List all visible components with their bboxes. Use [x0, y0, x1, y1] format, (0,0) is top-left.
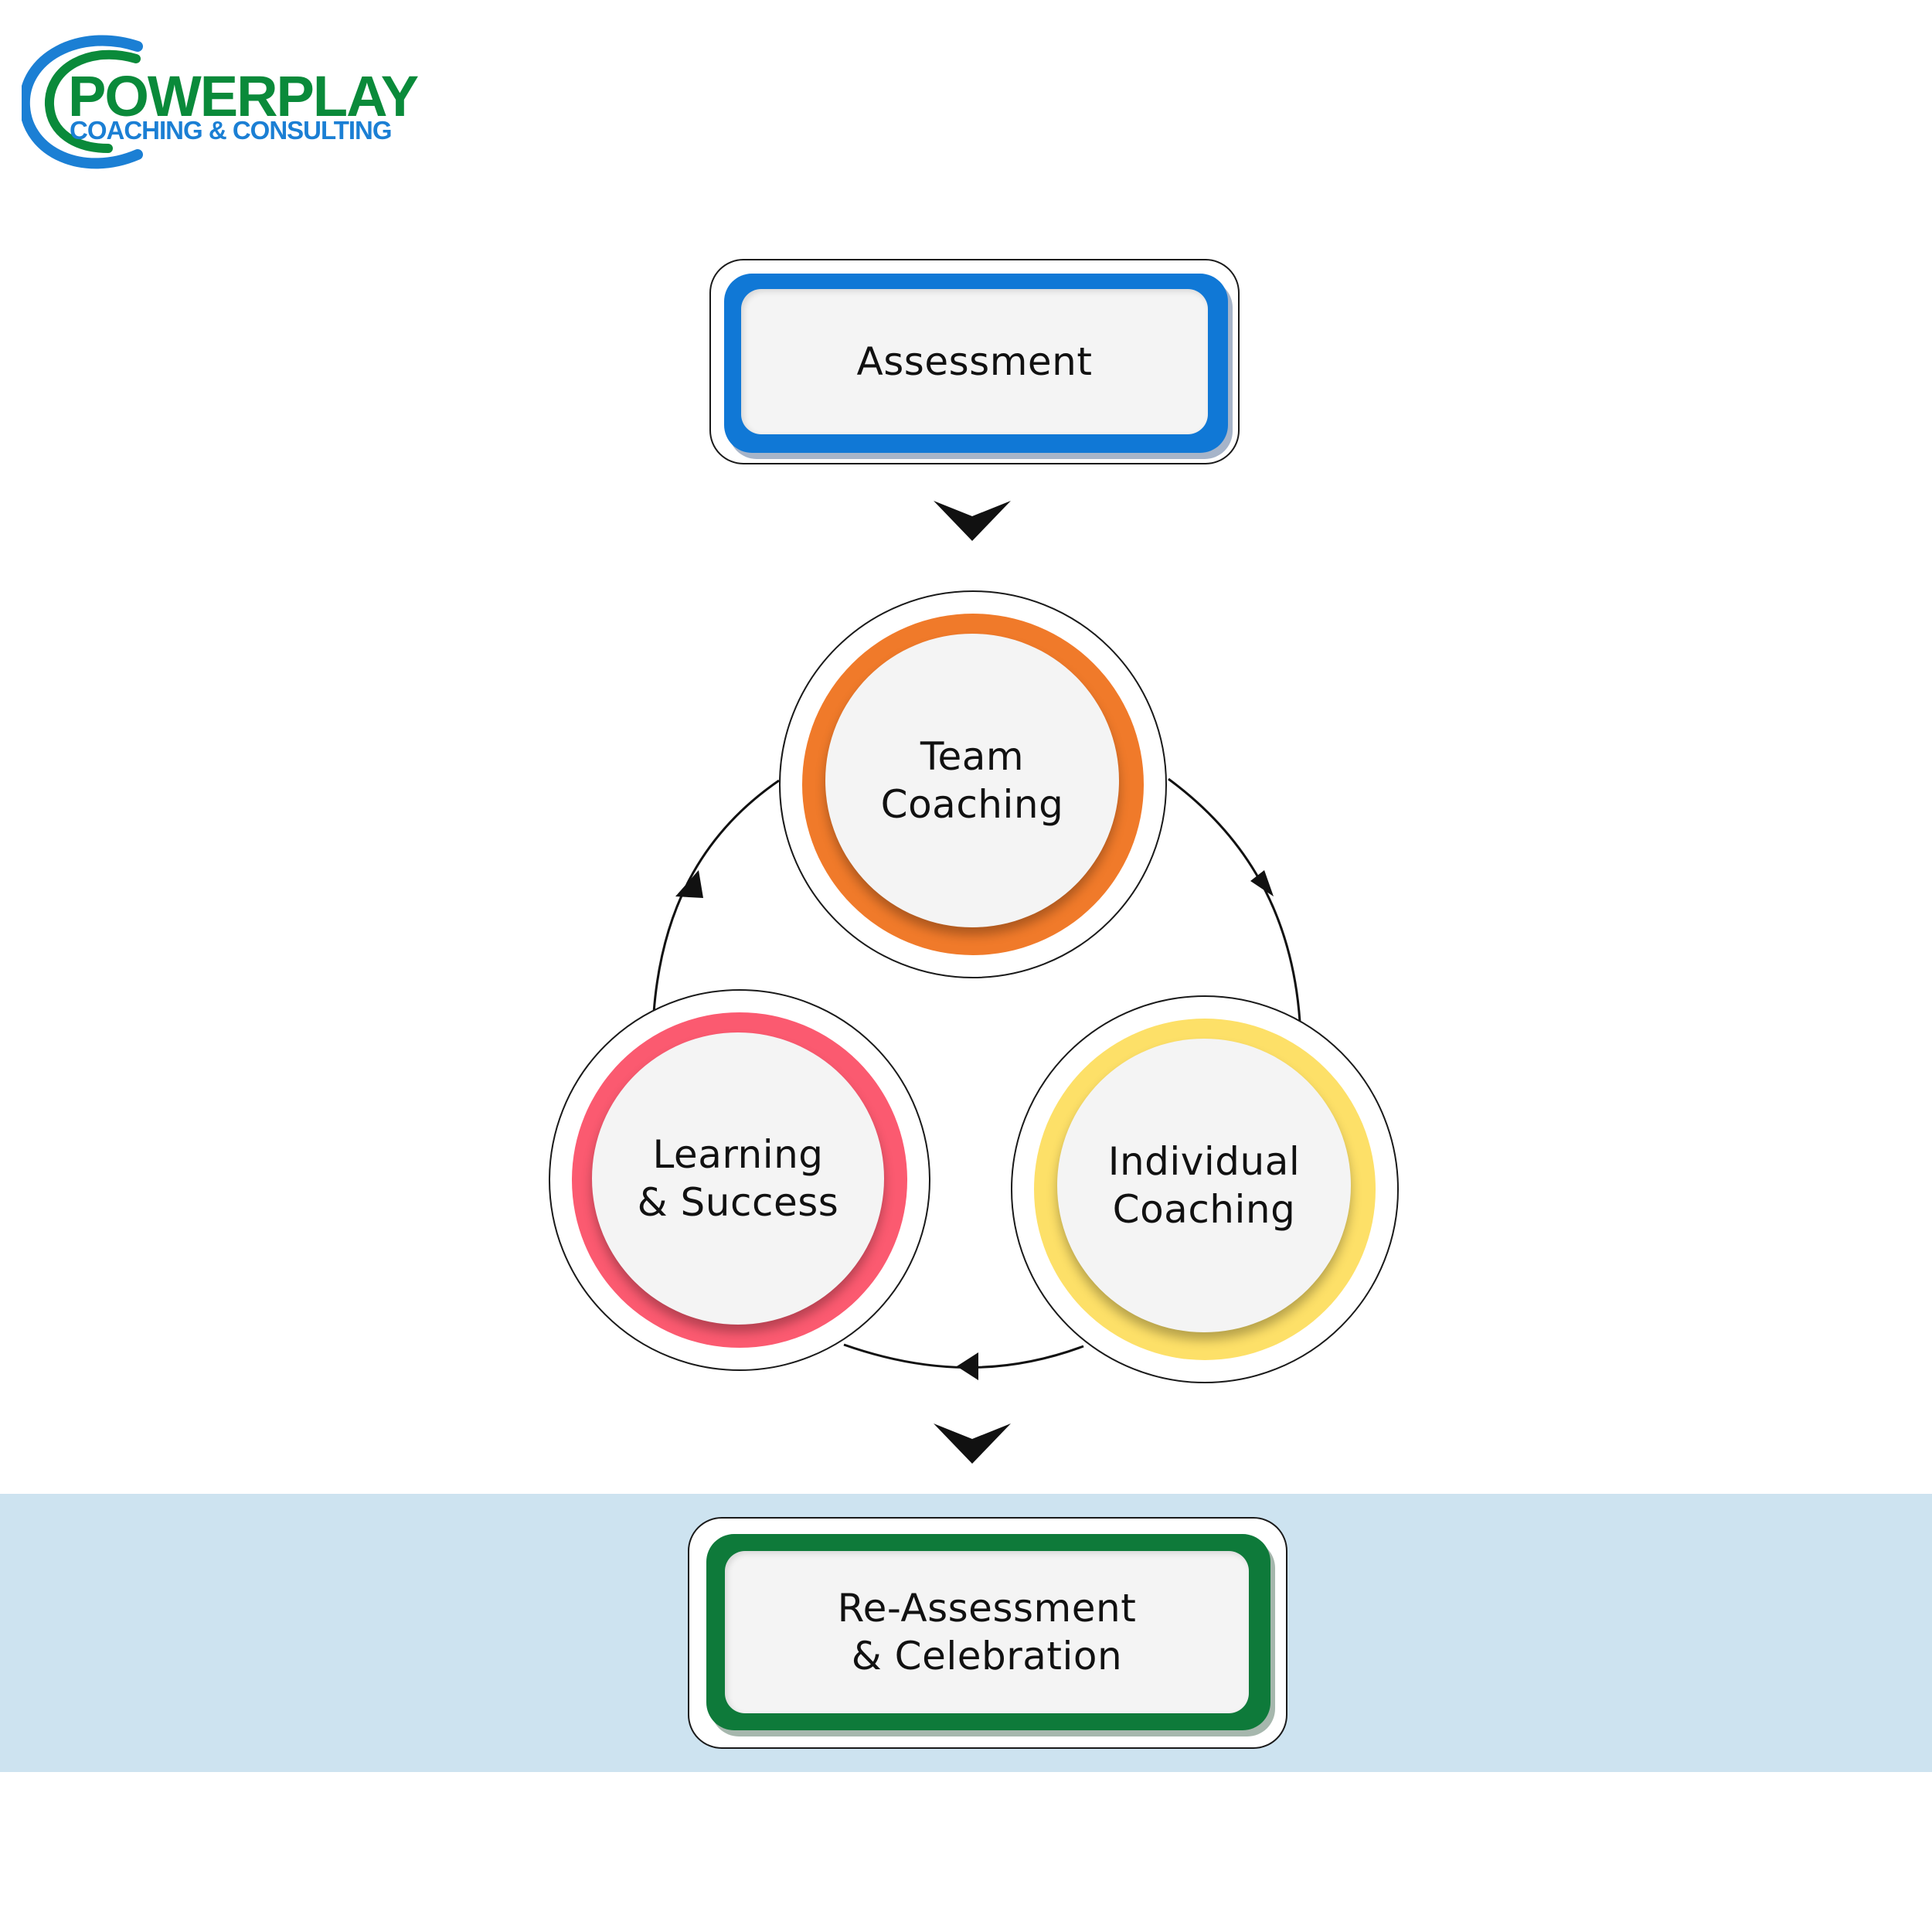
- assessment-label: Assessment: [856, 339, 1093, 384]
- reassessment-card: Re-Assessment & Celebration: [688, 1517, 1287, 1749]
- individual-coaching-body: Individual Coaching: [1057, 1039, 1351, 1332]
- logo-name: POWERPLAY: [68, 64, 419, 128]
- logo-tagline: COACHING & CONSULTING: [70, 116, 393, 145]
- logo-swoosh-icon: [22, 35, 143, 169]
- arrowhead-bottom: [957, 1352, 978, 1380]
- team-coaching-label-line-2: Coaching: [880, 782, 1064, 827]
- assessment-card: Assessment: [709, 259, 1240, 464]
- individual-coaching-label-line-1: Individual: [1107, 1139, 1301, 1184]
- learning-success-node: Learning & Success: [549, 989, 930, 1371]
- arc-team-to-individual: [1168, 777, 1301, 1022]
- learning-success-body: Learning & Success: [592, 1032, 884, 1325]
- reassessment-card-body: Re-Assessment & Celebration: [725, 1551, 1249, 1713]
- team-coaching-node: Team Coaching: [779, 590, 1167, 978]
- individual-coaching-label-line-2: Coaching: [1112, 1187, 1296, 1232]
- down-arrow-icon: [934, 501, 1011, 541]
- individual-coaching-node: Individual Coaching: [1011, 995, 1399, 1383]
- reassessment-label-line-1: Re-Assessment: [837, 1586, 1137, 1631]
- team-coaching-label-line-1: Team: [920, 734, 1025, 779]
- assessment-card-frame: Assessment: [724, 274, 1228, 453]
- arrowhead-right: [1250, 870, 1274, 896]
- learning-success-ring: Learning & Success: [572, 1012, 907, 1348]
- learning-success-label-line-2: & Success: [637, 1180, 839, 1225]
- arrowhead-left: [675, 870, 703, 898]
- team-coaching-body: Team Coaching: [825, 634, 1119, 927]
- assessment-card-body: Assessment: [741, 289, 1208, 434]
- reassessment-label-line-2: & Celebration: [851, 1634, 1123, 1679]
- powerplay-logo: POWERPLAY COACHING & CONSULTING: [22, 31, 423, 170]
- arc-learning-to-team: [652, 779, 780, 1013]
- down-arrow-icon: [934, 1423, 1011, 1464]
- reassessment-card-frame: Re-Assessment & Celebration: [706, 1534, 1270, 1730]
- individual-coaching-ring: Individual Coaching: [1034, 1019, 1376, 1360]
- team-coaching-ring: Team Coaching: [802, 614, 1144, 955]
- learning-success-label-line-1: Learning: [652, 1132, 824, 1177]
